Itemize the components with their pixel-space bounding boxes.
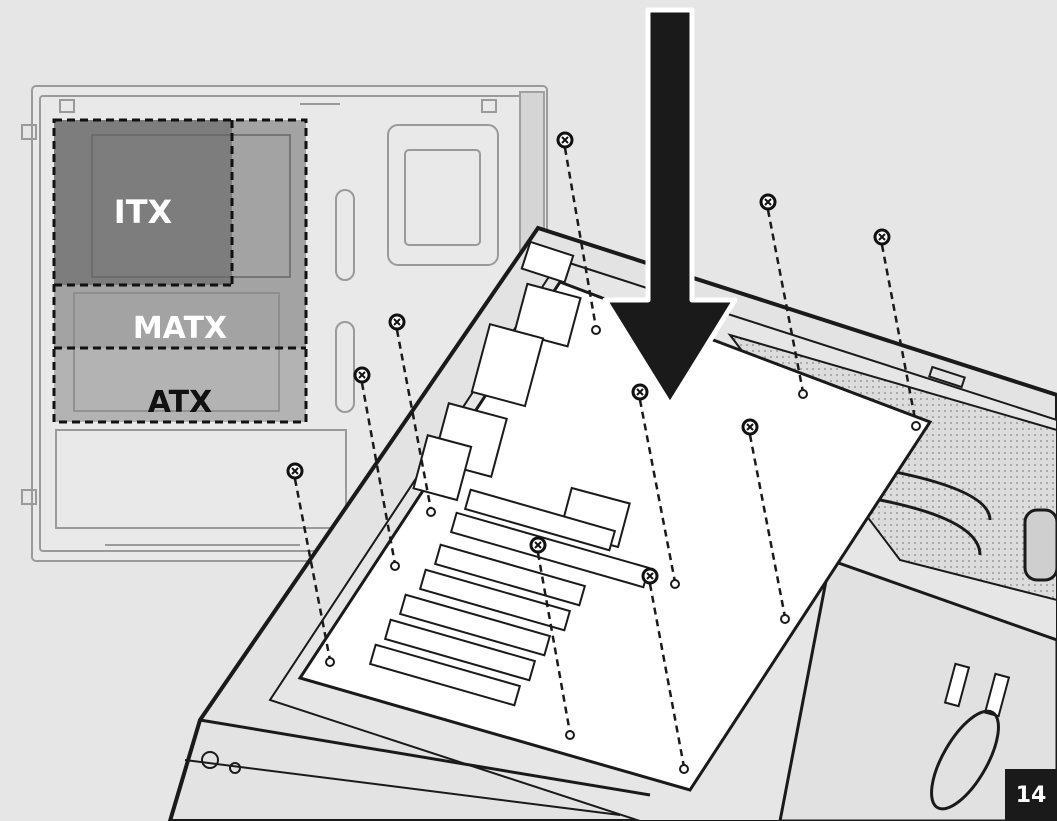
screw-icon [556,131,574,149]
screw-icon [529,536,547,554]
matx-label: MATX [133,311,227,346]
step-number-badge: 14 [1005,769,1057,821]
screw-guides [293,147,918,768]
itx-zone [54,120,232,285]
down-arrow-icon [602,7,738,408]
motherboard-size-zones [52,118,308,424]
screw-icon [286,462,304,480]
screws [286,131,891,585]
screw-icon [641,567,659,585]
screw-holes [325,325,921,774]
screw-icon [388,313,406,331]
motherboard [297,280,933,792]
screw-icon [353,366,371,384]
screw-icon [759,193,777,211]
screw-icon [873,228,891,246]
pcie-slots [368,488,651,707]
itx-label: ITX [114,193,173,231]
screw-icon [631,383,649,401]
screw-icon [741,418,759,436]
atx-label: ATX [148,385,212,420]
